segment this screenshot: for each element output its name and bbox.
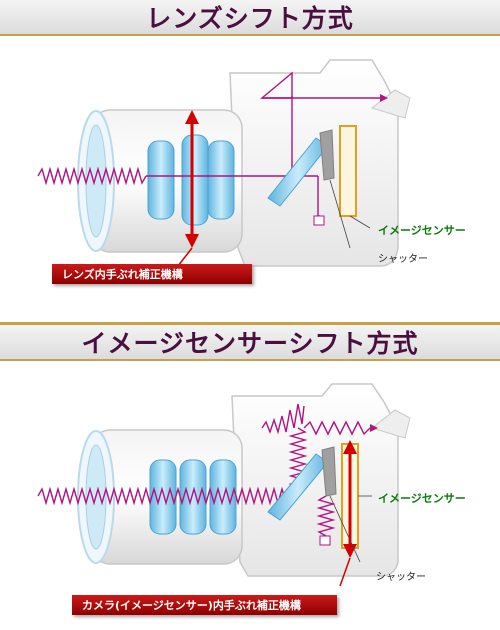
title-lens-shift: レンズシフト方式 [146,4,354,33]
shutter-label-bottom: シャッター [376,572,426,583]
shutter-block [321,446,337,497]
title-sensor-shift: イメージセンサーシフト方式 [81,329,419,358]
title-banner-lens-shift: レンズシフト方式 [0,0,500,36]
light-path-wave [37,166,147,186]
af-sensor-box [319,535,331,546]
viewfinder [370,409,411,439]
pentaprism-wave [261,403,305,435]
shutter-label-top: シャッター [378,254,428,265]
lens-element-2 [181,134,209,226]
sensor-label-top: イメージセンサー [378,224,466,237]
sensor-label-bottom: イメージセンサー [378,492,466,505]
light-path-wave [37,486,291,506]
camera-body [231,383,399,577]
viewfinder [370,89,411,119]
title-banner-sensor-shift: イメージセンサーシフト方式 [0,322,500,361]
mechanism-label-bottom: カメラ(イメージセンサー)内手ぶれ補正機構 [72,595,337,615]
lens-element-1 [147,140,175,220]
mechanism-label-top: レンズ内手ぶれ補正機構 [52,264,252,284]
shutter-block [319,129,335,181]
diagram-sensor-shift [37,383,411,587]
lens-element-3 [207,140,235,220]
image-sensor [339,125,357,217]
diagram-lens-shift [37,59,411,267]
af-sensor-box [313,215,325,226]
